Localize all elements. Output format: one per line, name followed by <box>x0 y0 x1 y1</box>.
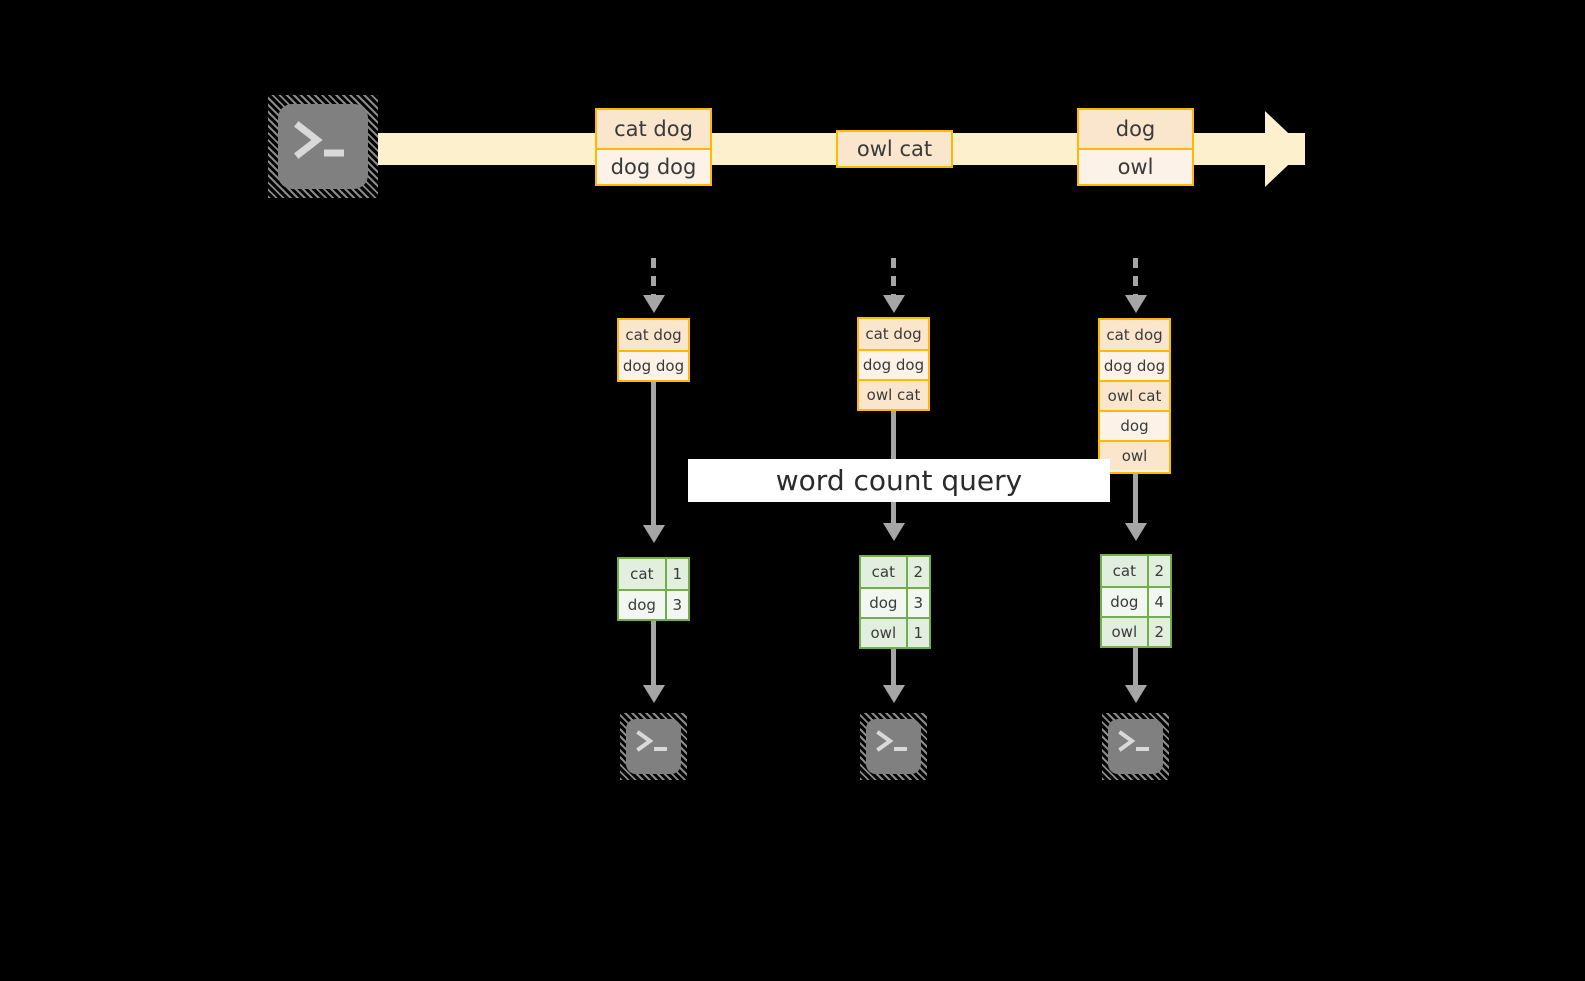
result-table-2-row-3: owl 1 <box>861 617 929 647</box>
stream-batch-1-line-2: dog dog <box>597 148 710 184</box>
stream-batch-2[interactable]: owl cat <box>836 130 953 168</box>
trigger-connector-3 <box>1133 258 1138 300</box>
input-table-3-row-5: owl <box>1100 440 1169 470</box>
result-count: 2 <box>1146 618 1170 646</box>
stream-batch-3[interactable]: dog owl <box>1077 108 1194 186</box>
input-table-1-row-1: cat dog <box>619 320 688 350</box>
trigger-connector-2 <box>891 258 896 300</box>
trigger-connector-1 <box>651 258 656 300</box>
input-table-1[interactable]: cat dog dog dog <box>617 318 690 382</box>
input-table-2[interactable]: cat dog dog dog owl cat <box>857 317 930 411</box>
result-word: owl <box>861 619 906 647</box>
input-table-3-row-1: cat dog <box>1100 320 1169 350</box>
result-table-2[interactable]: cat 2 dog 3 owl 1 <box>859 555 931 649</box>
stream-arrowhead <box>1265 111 1305 187</box>
result-count: 3 <box>905 589 929 617</box>
terminal-prompt-icon <box>1118 730 1149 752</box>
result-word: cat <box>1102 556 1147 586</box>
trigger-connector-3-head <box>1125 295 1147 313</box>
terminal-prompt-icon <box>636 730 667 752</box>
input-table-3-row-4: dog <box>1100 410 1169 440</box>
result-word: dog <box>861 589 906 617</box>
query-connector-3-head <box>1125 523 1147 541</box>
query-connector-3 <box>1133 474 1138 528</box>
result-table-3-row-3: owl 2 <box>1102 616 1170 646</box>
input-table-2-row-3: owl cat <box>859 379 928 409</box>
sink-connector-1-head <box>643 685 665 703</box>
input-table-2-row-1: cat dog <box>859 319 928 349</box>
result-table-1[interactable]: cat 1 dog 3 <box>617 557 690 621</box>
stream-batch-1-line-1: cat dog <box>597 110 710 148</box>
sink-terminal-icon-1[interactable] <box>620 713 687 780</box>
input-table-3[interactable]: cat dog dog dog owl cat dog owl <box>1098 318 1171 474</box>
terminal-prompt-icon <box>294 121 344 159</box>
result-table-2-row-2: dog 3 <box>861 587 929 617</box>
terminal-body <box>1108 719 1163 774</box>
sink-terminal-icon-2[interactable] <box>860 713 927 780</box>
result-count: 2 <box>905 557 929 587</box>
terminal-body <box>866 719 921 774</box>
input-table-2-row-2: dog dog <box>859 349 928 379</box>
result-word: dog <box>619 591 665 619</box>
result-word: cat <box>619 559 665 589</box>
terminal-prompt-icon <box>876 730 907 752</box>
sink-connector-1 <box>651 621 656 689</box>
result-count: 3 <box>664 591 688 619</box>
result-count: 4 <box>1146 588 1170 616</box>
result-word: owl <box>1102 618 1147 646</box>
stream-batch-1[interactable]: cat dog dog dog <box>595 108 712 186</box>
terminal-body <box>278 104 368 189</box>
sink-connector-3 <box>1133 648 1138 689</box>
terminal-body <box>626 719 681 774</box>
stream-batch-2-line-1: owl cat <box>838 132 951 166</box>
result-table-3-row-2: dog 4 <box>1102 586 1170 616</box>
result-count: 1 <box>664 559 688 589</box>
input-table-3-row-3: owl cat <box>1100 380 1169 410</box>
sink-terminal-icon-3[interactable] <box>1102 713 1169 780</box>
trigger-connector-2-head <box>883 295 905 313</box>
result-table-3[interactable]: cat 2 dog 4 owl 2 <box>1100 554 1172 648</box>
input-table-3-row-2: dog dog <box>1100 350 1169 380</box>
sink-connector-2 <box>891 649 896 689</box>
result-table-3-row-1: cat 2 <box>1102 556 1170 586</box>
trigger-connector-1-head <box>643 295 665 313</box>
result-word: dog <box>1102 588 1147 616</box>
result-table-2-row-1: cat 2 <box>861 557 929 587</box>
query-connector-1-head <box>643 525 665 543</box>
result-table-1-row-1: cat 1 <box>619 559 688 589</box>
sink-connector-3-head <box>1125 685 1147 703</box>
sink-connector-2-head <box>883 685 905 703</box>
result-count: 1 <box>905 619 929 647</box>
query-connector-1 <box>651 382 656 530</box>
result-count: 2 <box>1146 556 1170 586</box>
result-word: cat <box>861 557 906 587</box>
source-terminal-icon[interactable] <box>268 95 378 198</box>
input-table-1-row-2: dog dog <box>619 350 688 380</box>
result-table-1-row-2: dog 3 <box>619 589 688 619</box>
stream-batch-3-line-2: owl <box>1079 148 1192 184</box>
stream-batch-3-line-1: dog <box>1079 110 1192 148</box>
query-connector-2-head <box>883 523 905 541</box>
query-label: word count query <box>688 459 1110 502</box>
